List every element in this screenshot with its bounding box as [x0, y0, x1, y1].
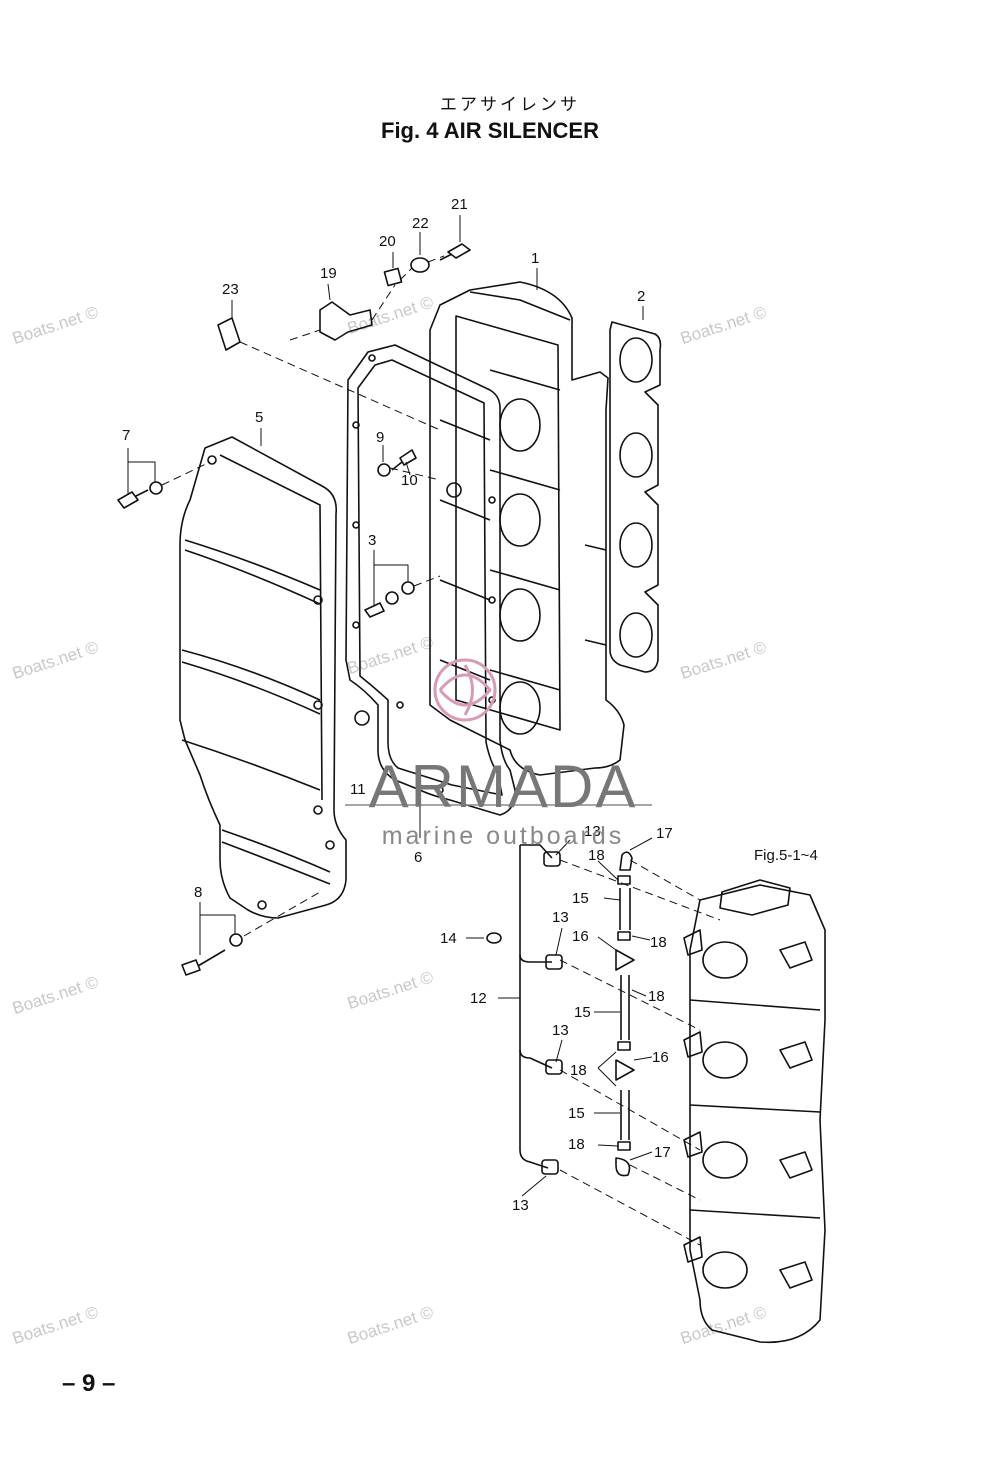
figure-title-japanese: エアサイレンサ: [440, 95, 580, 115]
callout-16: 16: [652, 1049, 669, 1066]
callout-13: 13: [552, 1022, 569, 1039]
callout-19: 19: [320, 265, 337, 282]
page-number: – 9 –: [62, 1370, 116, 1397]
gasket-part-6: [345, 344, 516, 816]
callout-13: 13: [552, 909, 569, 926]
callout-8: 8: [194, 884, 202, 901]
silencer-cover-part-5: [179, 436, 347, 919]
callout-2: 2: [637, 288, 645, 305]
callout-16: 16: [572, 928, 589, 945]
callout-18: 18: [648, 988, 665, 1005]
callout-20: 20: [379, 233, 396, 250]
callout-6: 6: [414, 849, 422, 866]
callout-10: 10: [401, 472, 418, 489]
brand-logo-mark: [433, 658, 497, 722]
callout-15: 15: [568, 1105, 585, 1122]
bolt-part-8: [181, 949, 226, 976]
bolt-part-7: [117, 489, 149, 509]
callout-11: 11: [350, 781, 366, 798]
hose-assembly: [615, 851, 635, 1177]
callout-1: 1: [531, 250, 539, 267]
fuel-pipe-part-12: [486, 844, 563, 1175]
callout-18: 18: [570, 1062, 587, 1079]
nut-part-11: [354, 710, 370, 726]
silencer-body-part-1: [429, 281, 625, 776]
callout-14: 14: [440, 930, 457, 947]
callout-13: 13: [512, 1197, 529, 1214]
nut-part-9: [377, 463, 391, 477]
callout-12: 12: [470, 990, 487, 1007]
flange-gasket-part-2: [609, 321, 662, 673]
callout-18: 18: [588, 847, 605, 864]
callout-18: 18: [568, 1136, 585, 1153]
bolt-part-21: [439, 243, 471, 261]
callout-3: 3: [368, 532, 376, 549]
figure-title: Fig. 4 AIR SILENCER: [381, 118, 599, 143]
bracket-part-19: [319, 301, 373, 341]
callout-17: 17: [656, 825, 673, 842]
collar-part-20: [383, 267, 403, 287]
callout-23: 23: [222, 281, 239, 298]
callout-21: 21: [451, 196, 468, 213]
callout-15: 15: [572, 890, 589, 907]
callout-22: 22: [412, 215, 429, 232]
callout-18: 18: [650, 934, 667, 951]
callout-9: 9: [376, 429, 384, 446]
callout-17: 17: [654, 1144, 671, 1161]
washer-part-22: [410, 257, 430, 273]
brand-tagline: marine outboards: [381, 822, 625, 850]
callout-15: 15: [574, 1004, 591, 1021]
bolt-part-10: [391, 449, 417, 471]
callout-5: 5: [255, 409, 263, 426]
o-ring-part-14: [486, 932, 502, 944]
brand-name: ARMADA: [368, 753, 638, 820]
carburetor-stack: [683, 879, 826, 1344]
callout-13: 13: [584, 823, 601, 840]
callout-7: 7: [122, 427, 130, 444]
reference-fig-5: Fig.5-1~4: [754, 847, 818, 864]
plate-part-23: [217, 317, 241, 351]
bolt-part-3: [364, 602, 385, 618]
